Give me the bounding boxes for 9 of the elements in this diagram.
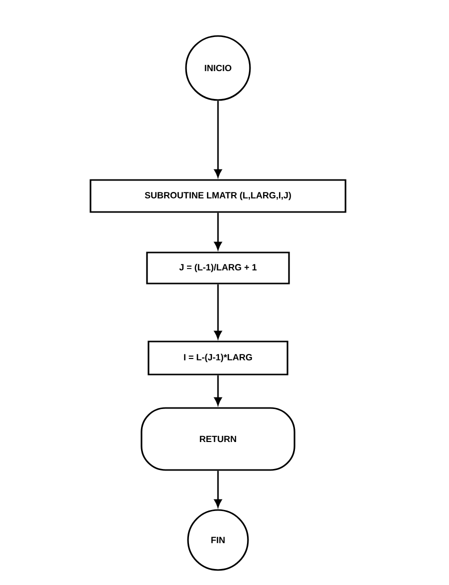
arrow <box>214 100 222 178</box>
process-box: I = L-(J-1)*LARG <box>148 340 288 376</box>
terminal-box: RETURN <box>140 407 296 471</box>
arrow <box>214 212 222 250</box>
arrow <box>214 375 222 406</box>
process-box: J = (L-1)/LARG + 1 <box>146 252 290 284</box>
process-box: SUBROUTINE LMATR (L,LARG,I,J) <box>90 179 346 213</box>
arrow <box>214 284 222 339</box>
arrow <box>214 470 222 508</box>
